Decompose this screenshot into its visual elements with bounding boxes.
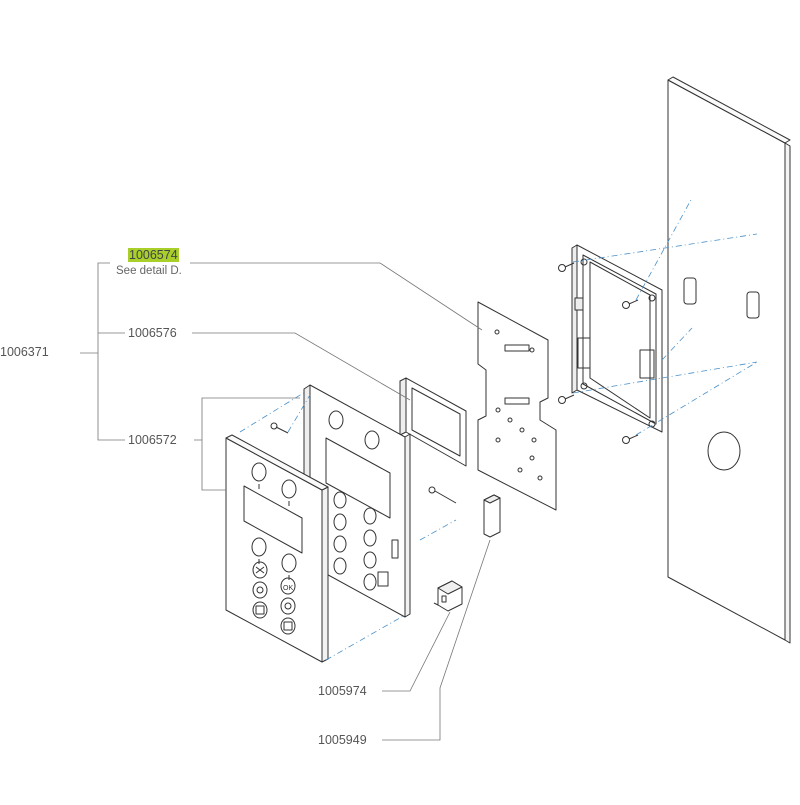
label-part-d: 1005974 [318,684,367,698]
assembly-axes [239,197,758,661]
wall-plate [667,76,791,644]
label-part-c: 1006572 [128,433,177,447]
screws [270,262,639,504]
bezel-frame [303,384,411,618]
label-part-b: 1006576 [128,326,177,340]
pcb-board [477,301,557,511]
back-frame [571,244,663,433]
label-part-e: 1005949 [318,733,367,747]
rocker-switch [433,580,463,612]
leader-lines [80,262,491,741]
label-part-highlighted[interactable]: 1006574 [128,248,179,262]
connector [483,494,501,538]
label-see-detail-note: See detail D. [116,265,182,277]
display-module [399,377,467,467]
svg-text:OK: OK [283,585,293,592]
label-assembly: 1006371 [0,345,49,359]
